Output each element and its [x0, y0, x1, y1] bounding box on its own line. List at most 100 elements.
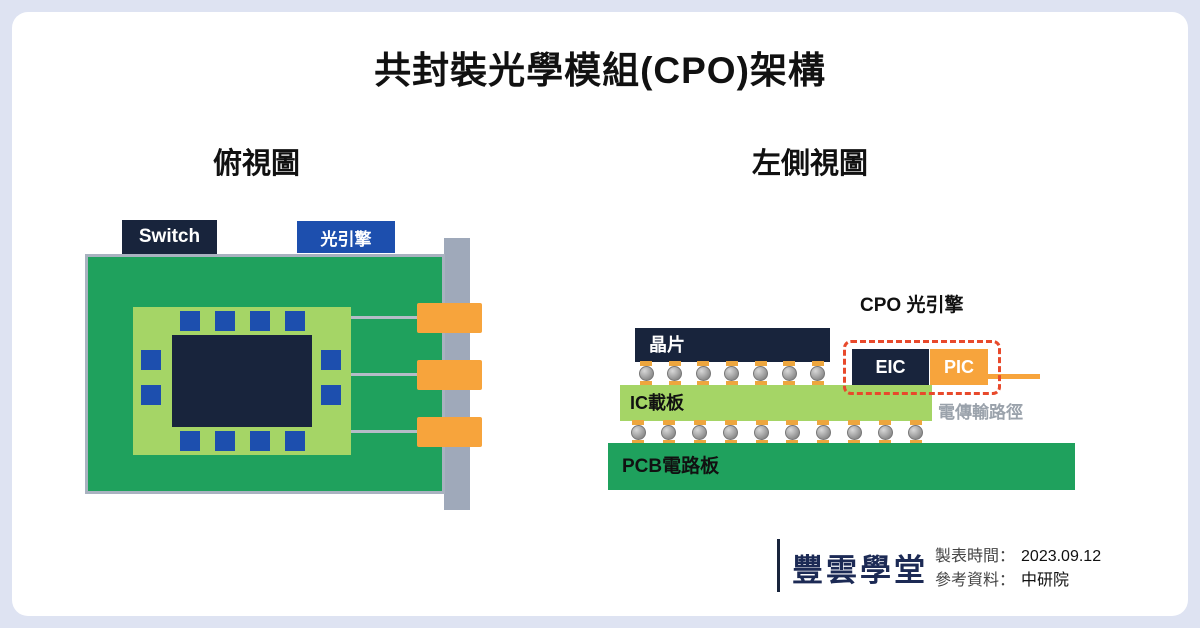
- solder-pad: [693, 420, 706, 425]
- solder-pad: [697, 381, 710, 386]
- solder-sphere: [846, 425, 862, 440]
- footer-source-label: 參考資料：: [935, 572, 1016, 589]
- switch-die: [172, 335, 312, 427]
- solder-pad: [725, 381, 738, 386]
- trace-line: [351, 373, 417, 376]
- bga-pad: [321, 350, 341, 370]
- solder-sphere: [667, 366, 683, 381]
- solder-ball: [724, 361, 740, 386]
- solder-ball: [784, 420, 800, 445]
- solder-ball-row-lower: [630, 420, 924, 445]
- solder-ball: [815, 420, 831, 445]
- solder-pad: [697, 361, 710, 366]
- solder-pad: [879, 440, 891, 445]
- solder-sphere: [877, 425, 893, 440]
- solder-pad: [811, 381, 824, 386]
- solder-pad: [909, 440, 922, 445]
- solder-pad: [668, 361, 681, 366]
- solder-ball: [692, 420, 708, 445]
- solder-ball: [754, 420, 770, 445]
- top-view-heading: 俯視圖: [213, 148, 301, 180]
- solder-pad: [755, 440, 768, 445]
- solder-pad: [724, 420, 737, 425]
- solder-pad: [786, 440, 799, 445]
- solder-pad: [848, 420, 861, 425]
- brand-logo: 豐雲學堂: [792, 553, 928, 588]
- bga-pad: [321, 385, 341, 405]
- bga-pad: [215, 431, 235, 451]
- solder-ball: [638, 361, 654, 386]
- solder-pad: [783, 361, 796, 366]
- solder-pad: [786, 420, 799, 425]
- bga-pad: [180, 431, 200, 451]
- solder-ball: [661, 420, 677, 445]
- bga-pad: [141, 350, 161, 370]
- cpo-dashed-outline: [843, 340, 1001, 395]
- electrical-path-label: 電傳輸路徑: [938, 403, 1023, 422]
- bga-pad: [250, 431, 270, 451]
- footer-date-label: 製表時間：: [935, 548, 1016, 565]
- solder-pad: [693, 440, 706, 445]
- switch-label: Switch: [122, 220, 217, 254]
- solder-pad: [879, 420, 891, 425]
- solder-pad: [783, 381, 796, 386]
- pic-block: PIC: [930, 349, 988, 385]
- solder-pad: [662, 420, 675, 425]
- pcb-block: PCB電路板: [608, 443, 1075, 490]
- trace-line: [351, 430, 417, 433]
- solder-ball: [877, 420, 893, 445]
- solder-pad: [755, 420, 768, 425]
- bga-pad: [141, 385, 161, 405]
- solder-pad: [754, 381, 767, 386]
- solder-ball: [667, 361, 683, 386]
- solder-ball: [723, 420, 739, 445]
- optical-engine-block: [417, 417, 482, 447]
- solder-pad: [640, 381, 652, 386]
- solder-sphere: [815, 425, 831, 440]
- solder-sphere: [753, 366, 769, 381]
- solder-sphere: [638, 366, 654, 381]
- solder-pad: [817, 420, 830, 425]
- bga-pad: [250, 311, 270, 331]
- solder-sphere: [724, 366, 740, 381]
- solder-ball: [810, 361, 826, 386]
- footer-date-value: 2023.09.12: [1021, 548, 1102, 565]
- solder-sphere: [781, 366, 797, 381]
- eic-block: EIC: [852, 349, 929, 385]
- ic-substrate-block: IC載板: [620, 385, 932, 421]
- solder-pad: [811, 361, 824, 366]
- solder-sphere: [692, 425, 708, 440]
- solder-pad: [725, 361, 738, 366]
- bga-pad: [215, 311, 235, 331]
- page-title: 共封裝光學模組(CPO)架構: [374, 50, 826, 91]
- solder-ball-row-upper: [638, 361, 826, 386]
- solder-pad: [754, 361, 767, 366]
- solder-ball: [846, 420, 862, 445]
- bga-pad: [180, 311, 200, 331]
- solder-pad: [640, 361, 652, 366]
- solder-sphere: [723, 425, 739, 440]
- solder-sphere: [695, 366, 711, 381]
- solder-pad: [632, 420, 644, 425]
- bga-pad: [285, 431, 305, 451]
- solder-sphere: [784, 425, 800, 440]
- footer-source: 參考資料：中研院: [935, 566, 1069, 590]
- solder-pad: [668, 381, 681, 386]
- solder-pad: [662, 440, 675, 445]
- solder-pad: [817, 440, 830, 445]
- chip-block: 晶片: [635, 328, 830, 362]
- solder-sphere: [908, 425, 924, 440]
- footer-date: 製表時間： 2023.09.12: [935, 542, 1101, 566]
- solder-pad: [909, 420, 922, 425]
- trace-line: [351, 316, 417, 319]
- bga-pad: [285, 311, 305, 331]
- solder-pad: [848, 440, 861, 445]
- solder-sphere: [661, 425, 677, 440]
- side-view-heading: 左側視圖: [752, 148, 869, 180]
- solder-ball: [695, 361, 711, 386]
- footer-divider: [777, 539, 780, 592]
- optical-engine-label: 光引擎: [297, 221, 395, 253]
- solder-ball: [753, 361, 769, 386]
- solder-ball: [781, 361, 797, 386]
